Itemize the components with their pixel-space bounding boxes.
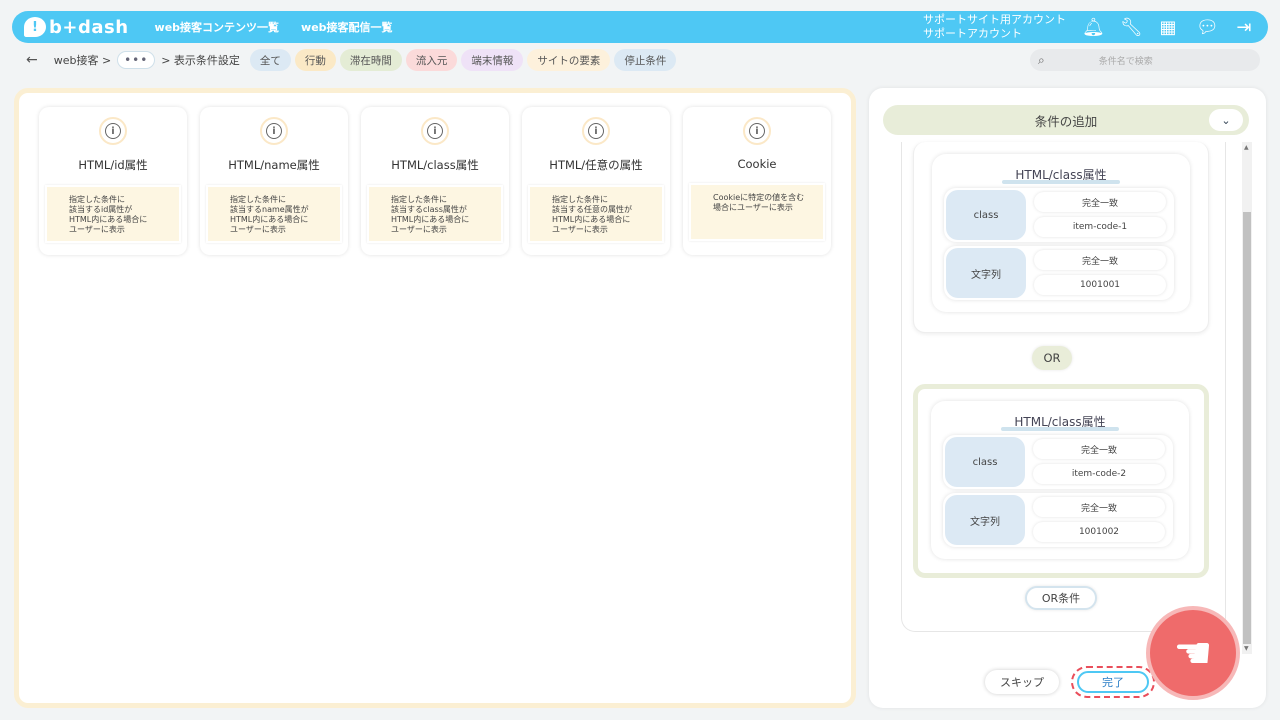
condition-group-selected: HTML/class属性 class 完全一致 item-code-2 文字列 …	[913, 384, 1209, 578]
filter-device[interactable]: 端末情報	[461, 49, 524, 71]
condition-group: HTML/class属性 class 完全一致 item-code-1 文字列 …	[913, 142, 1209, 333]
filter-source[interactable]: 流入元	[405, 49, 458, 71]
done-button[interactable]: 完了	[1077, 671, 1149, 693]
bell-icon[interactable]: 🔔︎	[1082, 16, 1105, 38]
skip-button[interactable]: スキップ	[985, 670, 1059, 694]
condition-title: HTML/class属性	[931, 413, 1189, 431]
condition-block[interactable]: HTML/class属性 class 完全一致 item-code-2 文字列 …	[931, 401, 1189, 559]
info-icon: i	[260, 117, 288, 145]
or-separator: OR	[1032, 346, 1072, 370]
info-icon: i	[582, 117, 610, 145]
match-value[interactable]: item-code-2	[1033, 464, 1165, 484]
nav-content-list[interactable]: web接客コンテンツ一覧	[154, 21, 280, 34]
filter-stop-condition[interactable]: 停止条件	[614, 49, 677, 71]
condition-card-cookie[interactable]: i Cookie Cookieに特定の値を含む場合にユーザーに表示	[683, 107, 831, 255]
filter-all[interactable]: 全て	[249, 49, 291, 71]
condition-title: HTML/class属性	[932, 166, 1190, 184]
match-type[interactable]: 完全一致	[1033, 497, 1165, 517]
breadcrumb-more-button[interactable]: •••	[117, 51, 156, 69]
match-type[interactable]: 完全一致	[1034, 250, 1166, 270]
scroll-down-icon[interactable]: ▼	[1244, 645, 1249, 652]
match-value[interactable]: item-code-1	[1034, 217, 1166, 237]
condition-row: class 完全一致 item-code-2	[943, 435, 1173, 489]
condition-key: 文字列	[946, 248, 1026, 298]
search-input[interactable]: ⌕ 条件名で検索	[1030, 49, 1260, 71]
filter-action[interactable]: 行動	[294, 49, 336, 71]
condition-key: class	[946, 190, 1026, 240]
condition-row: class 完全一致 item-code-1	[944, 188, 1174, 242]
search-icon: ⌕	[1038, 52, 1045, 67]
top-navigation-bar: ! b+dash web接客コンテンツ一覧 web接客配信一覧 サポートサイト用…	[12, 11, 1268, 43]
info-icon: i	[421, 117, 449, 145]
done-button-highlight: 完了	[1071, 666, 1155, 698]
info-icon: i	[743, 117, 771, 145]
match-value[interactable]: 1001002	[1033, 522, 1165, 542]
condition-key: 文字列	[945, 495, 1025, 545]
card-title: HTML/class属性	[391, 158, 479, 172]
scrollbar[interactable]: ▲ ▼	[1242, 142, 1252, 654]
card-title: HTML/name属性	[228, 158, 320, 172]
back-arrow-icon[interactable]: ←	[26, 52, 38, 68]
collapse-chevron-icon[interactable]: ⌄	[1209, 109, 1243, 131]
condition-row: 文字列 完全一致 1001001	[944, 246, 1174, 300]
filter-site-element[interactable]: サイトの要素	[527, 49, 611, 71]
account-name: サポートサイト用アカウント	[923, 13, 1066, 26]
condition-builder-panel: 条件の追加 ⌄ ▲ ▼ HTML/class属性 class 完全一致 item…	[869, 88, 1266, 708]
card-title: Cookie	[737, 157, 777, 171]
info-icon: i	[99, 117, 127, 145]
pointing-hand-icon: ☚	[1146, 606, 1240, 700]
logout-icon[interactable]: ⇥	[1236, 16, 1252, 38]
match-type[interactable]: 完全一致	[1034, 192, 1166, 212]
scrollbar-thumb[interactable]	[1243, 212, 1251, 644]
nav-delivery-list[interactable]: web接客配信一覧	[301, 21, 393, 34]
breadcrumb-web-sekkyaku[interactable]: web接客 >	[53, 54, 112, 67]
chat-icon[interactable]: 💬︎	[1196, 16, 1219, 38]
scroll-up-icon[interactable]: ▲	[1244, 144, 1249, 151]
breadcrumb-current: > 表示条件設定	[161, 54, 240, 67]
filter-stay-time[interactable]: 滞在時間	[339, 49, 402, 71]
account-info[interactable]: サポートサイト用アカウント サポートアカウント	[923, 13, 1066, 41]
match-type[interactable]: 完全一致	[1033, 439, 1165, 459]
panel-title-text: 条件の追加	[1034, 113, 1098, 129]
card-description: Cookieに特定の値を含む場合にユーザーに表示	[689, 183, 825, 241]
grid-icon[interactable]: ▦	[1159, 16, 1177, 38]
app-logo[interactable]: ! b+dash	[24, 17, 129, 38]
panel-title: 条件の追加 ⌄	[883, 105, 1249, 135]
account-sub: サポートアカウント	[923, 27, 1022, 40]
logo-text: b+dash	[49, 16, 129, 38]
card-title: HTML/id属性	[78, 158, 148, 172]
condition-key: class	[945, 437, 1025, 487]
sub-toolbar: ← web接客 > ••• > 表示条件設定 全て 行動 滞在時間 流入元 端末…	[12, 44, 1272, 76]
main-nav: web接客コンテンツ一覧 web接客配信一覧	[155, 19, 393, 35]
wrench-icon[interactable]: 🔧︎	[1120, 16, 1143, 38]
condition-block[interactable]: HTML/class属性 class 完全一致 item-code-1 文字列 …	[932, 154, 1190, 312]
condition-row: 文字列 完全一致 1001002	[943, 493, 1173, 547]
conditions-scroll-area	[901, 142, 1226, 632]
header-icons: 🔔︎ 🔧︎ ▦ 💬︎ ⇥	[1082, 17, 1254, 38]
filter-chips: 全て 行動 滞在時間 流入元 端末情報 サイトの要素 停止条件	[249, 49, 677, 71]
search-placeholder: 条件名で検索	[1098, 56, 1153, 67]
logo-badge: !	[24, 17, 46, 37]
card-title: HTML/任意の属性	[549, 158, 643, 172]
match-value[interactable]: 1001001	[1034, 275, 1166, 295]
add-or-condition-button[interactable]: OR条件	[1025, 586, 1097, 610]
